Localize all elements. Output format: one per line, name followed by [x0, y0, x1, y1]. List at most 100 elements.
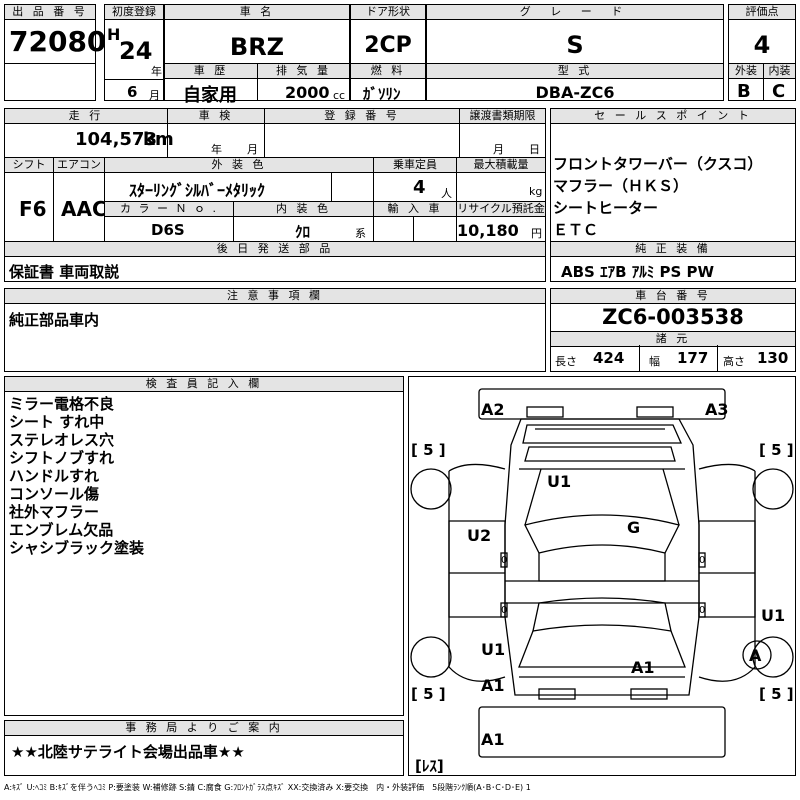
max-load-label: 最大積載量 — [457, 158, 545, 173]
vehicle-name: BRZ — [229, 33, 285, 61]
overall-score: 4 — [753, 31, 771, 59]
damage-circle-a — [742, 640, 772, 670]
month-unit: 月 — [149, 89, 160, 102]
length: 424 — [593, 349, 625, 367]
chassis-box: 車 台 番 号 ZC6-003538 諸 元 長さ 424 幅 177 高さ 1… — [550, 288, 796, 372]
recycle-label: リサイクル預託金 — [457, 202, 545, 217]
mark-a2: A2 — [481, 400, 505, 419]
specs-label: 諸 元 — [551, 332, 795, 347]
tire-rear-left: [ 5 ] — [411, 685, 446, 703]
rear-bumper-outline — [478, 706, 726, 758]
inspector-note: エンブレム欠品 — [9, 521, 114, 539]
zero-mark: 0 — [699, 555, 705, 566]
mark-u1-right: U1 — [761, 606, 785, 625]
tire-front-right: [ 5 ] — [759, 441, 794, 459]
lot-number: 72080 — [9, 25, 107, 58]
interior-color: ｸﾛ — [295, 223, 311, 241]
inspection-label: 車 検 — [168, 109, 264, 124]
sales-point: フロントタワーバー（クスコ） — [553, 155, 763, 173]
registration-number-label: 登 録 番 号 — [265, 109, 459, 124]
score-label: 評価点 — [729, 5, 795, 20]
score-box: 評価点 4 外装 内装 B C — [728, 4, 796, 102]
height: 130 — [757, 349, 789, 367]
factory-equipment: ABS ｴｱB ｱﾙﾐ PS PW — [561, 263, 715, 281]
inspection-year-unit: 年 — [211, 143, 222, 156]
wheel-rear-right — [752, 636, 794, 678]
mark-g: G — [627, 518, 640, 537]
sales-point: マフラー（ＨＫＳ） — [553, 177, 689, 195]
front-lamp-left — [526, 406, 564, 418]
inspector-note: シャシブラック塗装 — [9, 539, 145, 557]
recycle-unit: 円 — [531, 227, 542, 240]
exterior-grade: B — [737, 81, 751, 102]
inspector-note: ステレオレス穴 — [9, 431, 115, 449]
ac-label: エアコン — [54, 158, 104, 173]
air-conditioner: AAC — [61, 197, 107, 221]
sales-point: ＥＴＣ — [553, 221, 599, 239]
sales-point-box: セ ー ル ス ポ イ ン ト フロントタワーバー（クスコ） マフラー（ＨＫＳ）… — [550, 108, 796, 282]
inspector-note: シート すれ中 — [9, 413, 105, 431]
grade-box: グ レ ー ド S 型 式 DBA-ZC6 — [426, 4, 724, 102]
interior-label: 内装 — [764, 64, 795, 79]
caution-label: 注 意 事 項 欄 — [5, 289, 545, 304]
recycle-deposit: 10,180 — [457, 221, 519, 240]
color-number: D6S — [151, 221, 185, 239]
mark-u1-left: U1 — [481, 640, 505, 659]
front-lamp-right — [636, 406, 674, 418]
mark-a1-left: A1 — [481, 676, 505, 695]
vehicle-name-label: 車 名 — [165, 5, 349, 20]
caution-box: 注 意 事 項 欄 純正部品車内 — [4, 288, 546, 372]
displacement-unit: cc — [333, 89, 346, 102]
vehicle-name-box: 車 名 BRZ 車 歴 排 気 量 自家用 2000 cc — [164, 4, 350, 106]
fuel: ｶﾞｿﾘﾝ — [363, 85, 401, 103]
car-outline: A2 A3 U1 G U2 U1 U1 A1 A1 A A1 0 0 0 0 [… — [410, 388, 794, 775]
displacement: 2000 — [285, 83, 330, 102]
year-unit: 年 — [151, 65, 162, 78]
displacement-label: 排 気 量 — [258, 64, 349, 79]
registration-year: 24 — [119, 37, 153, 65]
inspector-note: コンソール傷 — [9, 485, 100, 503]
grade: S — [566, 31, 584, 59]
exterior-label: 外装 — [729, 64, 763, 79]
lot-number-box: 出 品 番 号 72080 — [4, 4, 106, 101]
body-outline — [504, 418, 700, 696]
import-label: 輸 入 車 — [374, 202, 456, 217]
model-code: DBA-ZC6 — [535, 83, 615, 102]
transfer-month-unit: 月 — [493, 143, 504, 156]
width: 177 — [677, 349, 709, 367]
zero-mark: 0 — [501, 605, 507, 616]
later-parts: 保証書 車両取説 — [9, 263, 120, 281]
mileage-label: 走 行 — [5, 109, 167, 124]
height-label: 高さ — [723, 355, 745, 368]
vehicle-history: 自家用 — [183, 85, 237, 106]
sales-point: シートヒーター — [553, 199, 659, 217]
shift: F6 — [19, 197, 47, 221]
registration-month: 6 — [127, 83, 138, 101]
capacity-label: 乗車定員 — [374, 158, 456, 173]
shift-label: シフト — [5, 158, 53, 173]
windscreen-outline — [524, 514, 680, 554]
lot-number-label: 出 品 番 号 — [5, 5, 95, 20]
wheel-front-left — [410, 468, 452, 510]
exterior-color-label: 外 装 色 — [105, 158, 373, 173]
interior-grade: C — [772, 81, 786, 102]
era: H — [107, 25, 121, 44]
exterior-color: ｽﾀｰﾘﾝｸﾞｼﾙﾊﾞｰﾒﾀﾘｯｸ — [129, 181, 266, 200]
inspector-label: 検 査 員 記 入 欄 — [5, 377, 403, 392]
inspector-note: 社外マフラー — [9, 503, 100, 521]
first-registration-box: 初度登録 H 24 年 6 月 — [104, 4, 164, 102]
transfer-deadline-label: 譲渡書類期限 — [460, 109, 545, 124]
length-label: 長さ — [555, 355, 577, 368]
tire-rear-right: [ 5 ] — [759, 685, 794, 703]
fuel-label: 燃 料 — [351, 64, 425, 79]
history-label: 車 歴 — [165, 64, 257, 79]
chassis-number: ZC6-003538 — [602, 305, 744, 329]
mark-a1-bumper: A1 — [481, 730, 505, 749]
sales-point-label: セ ー ル ス ポ イ ン ト — [551, 109, 795, 124]
mark-u2: U2 — [467, 526, 491, 545]
color-number-label: カ ラ ー Ｎ ｏ . — [105, 202, 233, 217]
interior-color-label: 内 装 色 — [234, 202, 373, 217]
front-bumper-outline — [478, 388, 726, 420]
tire-front-left: [ 5 ] — [411, 441, 446, 459]
damage-legend: A:ｷｽﾞ U:ﾍｺﾐ B:ｷｽﾞを伴うﾍｺﾐ P:要塗装 W:補修跡 S:錆 … — [4, 783, 531, 792]
